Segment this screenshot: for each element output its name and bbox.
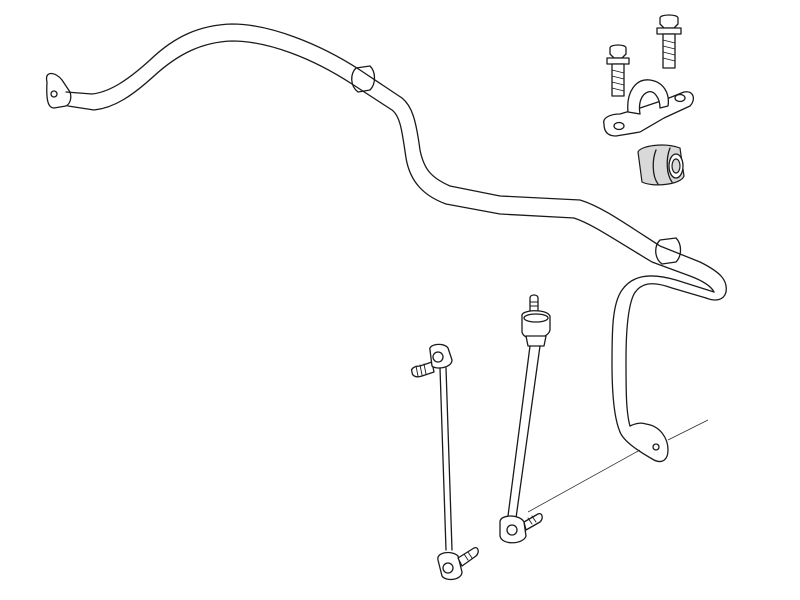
stabilizer-link-icon xyxy=(410,343,479,581)
rubber-bushing-icon xyxy=(637,144,685,186)
stabilizer-link-icon xyxy=(499,294,551,544)
mounting-bolt-icon xyxy=(606,44,630,97)
mounting-bolt-icon xyxy=(656,14,682,69)
stabilizer-bar xyxy=(45,23,727,513)
mounting-bracket-icon xyxy=(603,79,695,137)
